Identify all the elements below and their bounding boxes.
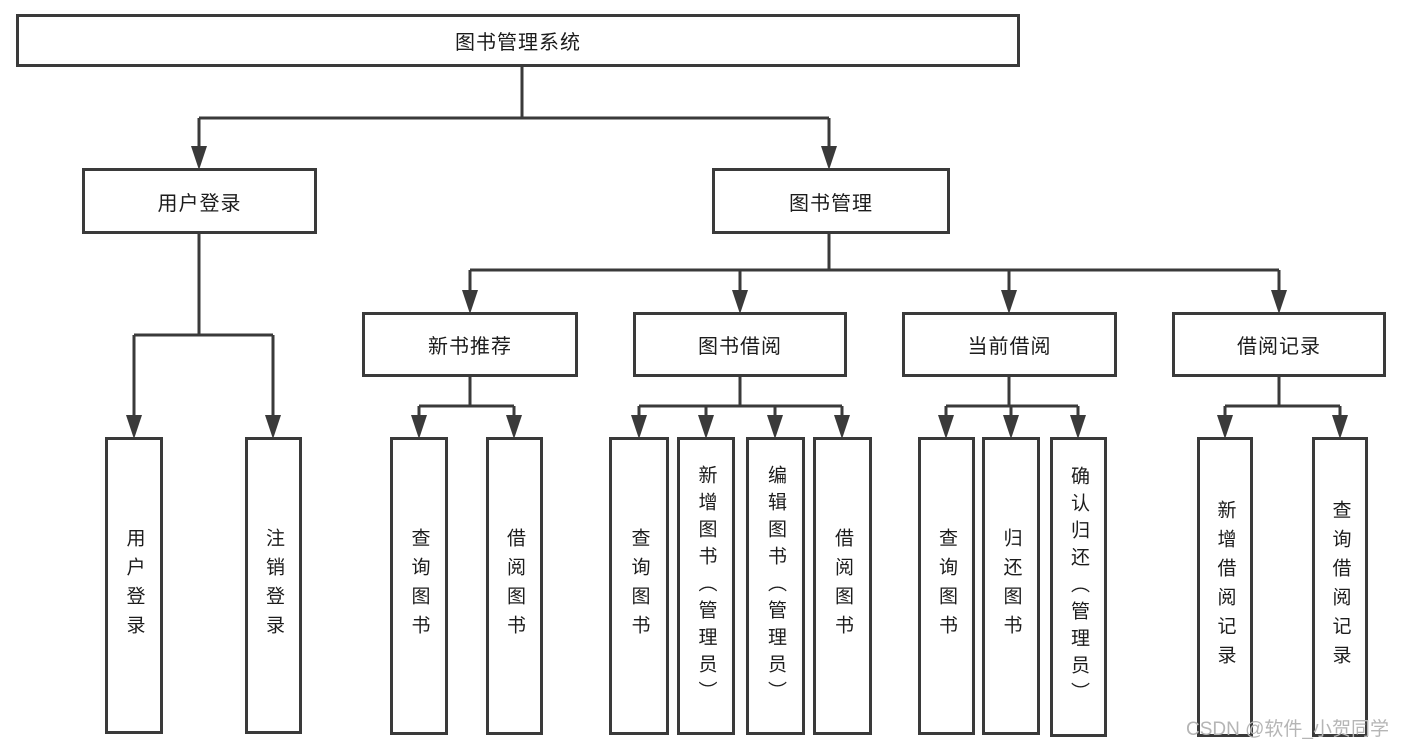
node-library-management-system: 图书管理系统: [16, 14, 1020, 67]
node-book-management: 图书管理: [712, 168, 950, 234]
leaf-query-borrow-record: 查询借阅记录: [1312, 437, 1368, 737]
leaf-add-borrow-record: 新增借阅记录: [1197, 437, 1253, 737]
node-user-login: 用户登录: [82, 168, 317, 234]
leaf-logout: 注销登录: [245, 437, 302, 734]
leaf-add-books-admin: 新增图书（管理员）: [677, 437, 735, 735]
watermark: CSDN @软件_小贺同学: [1186, 719, 1389, 740]
leaf-query-books-current: 查询图书: [918, 437, 975, 735]
leaf-confirm-return-admin: 确认归还（管理员）: [1050, 437, 1107, 737]
node-new-book-recommendation: 新书推荐: [362, 312, 578, 377]
node-borrowing-records: 借阅记录: [1172, 312, 1386, 377]
leaf-borrow-books: 借阅图书: [813, 437, 872, 735]
leaf-user-login: 用户登录: [105, 437, 163, 734]
leaf-borrow-books-recommend: 借阅图书: [486, 437, 543, 735]
node-book-borrowing: 图书借阅: [633, 312, 847, 377]
leaf-query-books-recommend: 查询图书: [390, 437, 448, 735]
leaf-return-books: 归还图书: [982, 437, 1040, 735]
leaf-query-books-borrowing: 查询图书: [609, 437, 669, 735]
node-current-borrowing: 当前借阅: [902, 312, 1117, 377]
leaf-edit-books-admin: 编辑图书（管理员）: [746, 437, 805, 735]
